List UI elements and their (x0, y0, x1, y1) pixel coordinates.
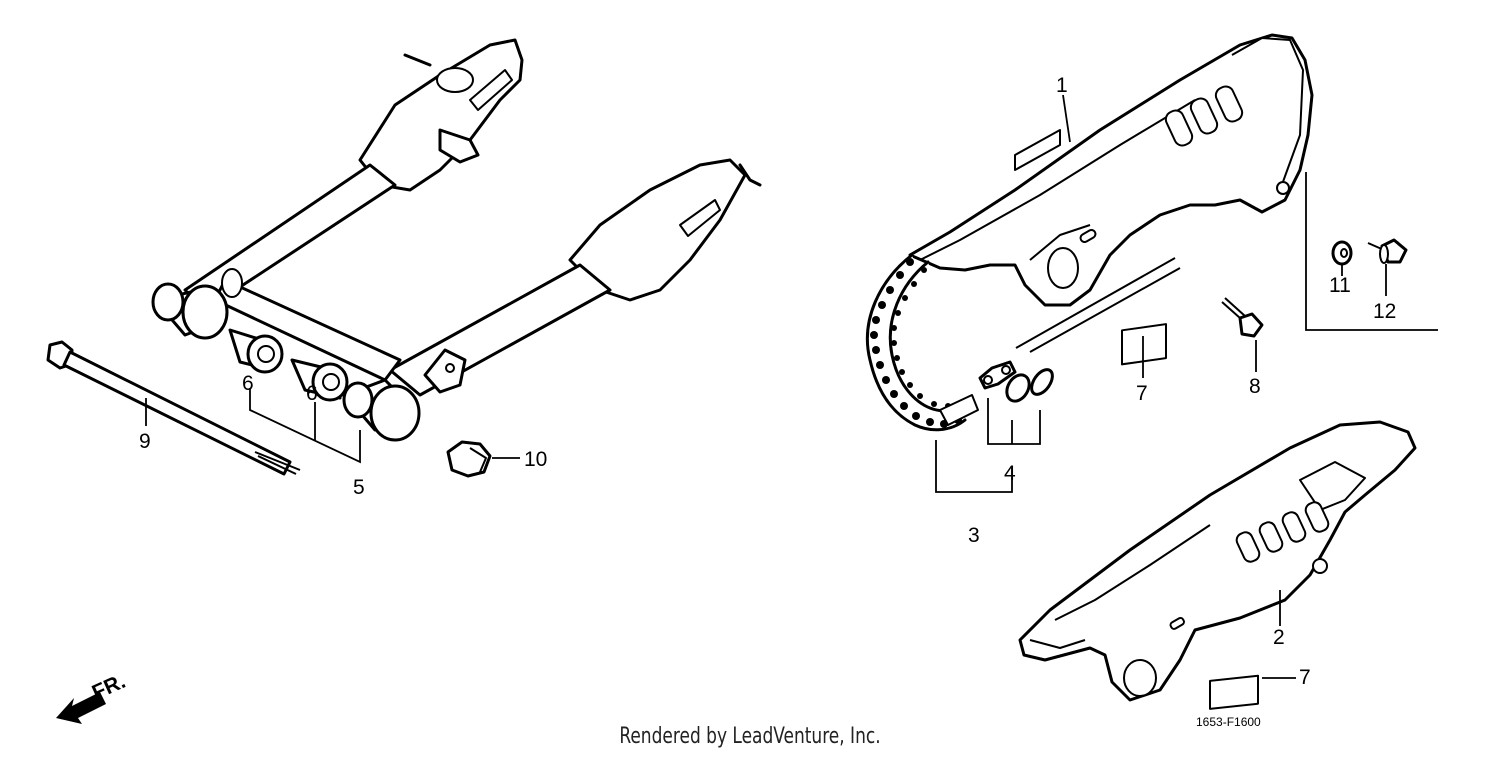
callout-8: 8 (1249, 375, 1261, 398)
pivot-bushing-right (290, 358, 349, 402)
callout-2: 2 (1273, 626, 1285, 649)
leader-lines (145, 94, 1387, 679)
swingarm (151, 38, 762, 442)
render-credit: Rendered by LeadVenture, Inc. (619, 724, 881, 749)
callout-12: 12 (1373, 300, 1396, 323)
callout-10: 10 (524, 448, 547, 471)
diagram-code: 1653-F1600 (1196, 715, 1261, 729)
callout-3: 3 (968, 524, 980, 547)
chain-master-link (978, 257, 1181, 403)
chain-case-lower (1018, 420, 1417, 702)
front-direction-arrow-icon: FR. (56, 670, 129, 724)
callout-7a: 7 (1136, 382, 1148, 405)
case-bolt (1221, 297, 1264, 338)
drive-chain (865, 253, 979, 432)
caution-label-upper (1121, 323, 1167, 366)
front-direction-label: FR. (89, 670, 129, 705)
callout-7b: 7 (1299, 666, 1311, 689)
washer (1331, 240, 1353, 266)
flange-screw (1367, 238, 1408, 264)
caution-label-lower (1209, 674, 1259, 710)
pivot-bushing-left (228, 328, 284, 374)
pivot-nut (446, 440, 492, 478)
fastener-box-line (1305, 172, 1438, 331)
callout-6a: 6 (242, 372, 254, 395)
callout-9: 9 (139, 430, 151, 453)
callout-1: 1 (1056, 74, 1068, 97)
callout-5: 5 (353, 476, 365, 499)
callout-4: 4 (1004, 462, 1016, 485)
callout-11: 11 (1329, 274, 1351, 297)
callout-6b: 6 (306, 382, 318, 405)
pivot-bolt (46, 340, 301, 476)
chain-case-upper (908, 33, 1314, 307)
